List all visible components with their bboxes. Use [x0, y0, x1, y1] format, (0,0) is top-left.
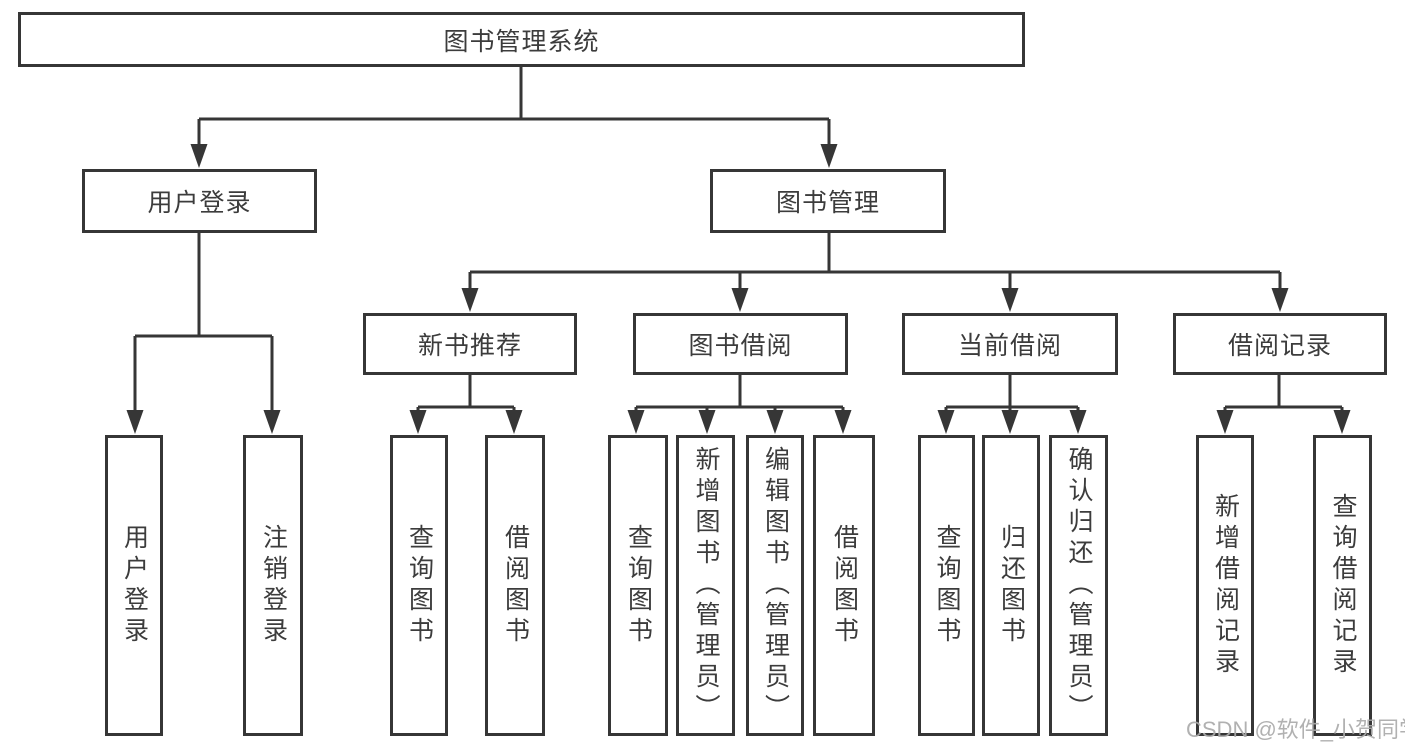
node-library-system: 图书管理系统: [18, 12, 1025, 67]
csdn-watermark: CSDN @软件_小贺同学: [1186, 717, 1405, 742]
leaf-return-books: 归还图书: [982, 435, 1040, 736]
node-label: 归还图书: [997, 523, 1026, 648]
leaf-query-books-current: 查询图书: [918, 435, 975, 736]
node-label: 用户登录: [120, 523, 149, 648]
node-label: 图书借阅: [688, 332, 793, 360]
node-label: 确认归还（管理员）: [1065, 446, 1093, 725]
node-borrowing-records: 借阅记录: [1173, 313, 1387, 375]
node-label: 图书管理系统: [443, 27, 600, 56]
node-label: 借阅记录: [1227, 332, 1332, 360]
leaf-borrow-books-recommend: 借阅图书: [485, 435, 545, 736]
leaf-add-borrow-record: 新增借阅记录: [1196, 435, 1254, 736]
leaf-confirm-return-admin: 确认归还（管理员）: [1049, 435, 1108, 736]
node-book-borrowing: 图书借阅: [633, 313, 848, 375]
node-user-login: 用户登录: [82, 169, 317, 233]
node-label: 当前借阅: [957, 332, 1062, 360]
node-label: 查询图书: [624, 523, 653, 648]
node-label: 查询图书: [933, 523, 961, 648]
node-label: 新增借阅记录: [1211, 492, 1240, 679]
leaf-logout-login: 注销登录: [243, 435, 303, 736]
node-label: 新增图书（管理员）: [692, 446, 720, 725]
node-new-book-recommend: 新书推荐: [363, 313, 577, 375]
node-label: 查询借阅记录: [1329, 492, 1357, 679]
node-book-management: 图书管理: [710, 169, 946, 233]
node-label: 新书推荐: [417, 332, 522, 360]
node-label: 用户登录: [147, 189, 252, 217]
node-label: 借阅图书: [501, 523, 530, 648]
leaf-query-books-recommend: 查询图书: [390, 435, 448, 736]
node-current-borrowing: 当前借阅: [902, 313, 1118, 375]
node-label: 借阅图书: [830, 523, 859, 648]
leaf-query-borrow-record: 查询借阅记录: [1313, 435, 1372, 736]
node-label: 注销登录: [259, 523, 288, 648]
leaf-add-books-admin: 新增图书（管理员）: [676, 435, 735, 736]
leaf-borrow-books: 借阅图书: [813, 435, 875, 736]
arrowhead-icons: [126, 144, 1351, 434]
leaf-query-books-borrowing: 查询图书: [608, 435, 668, 736]
leaf-edit-books-admin: 编辑图书（管理员）: [746, 435, 804, 736]
node-label: 编辑图书（管理员）: [761, 446, 790, 725]
node-label: 查询图书: [405, 523, 434, 648]
node-label: 图书管理: [775, 189, 880, 217]
leaf-user-login: 用户登录: [105, 435, 163, 736]
